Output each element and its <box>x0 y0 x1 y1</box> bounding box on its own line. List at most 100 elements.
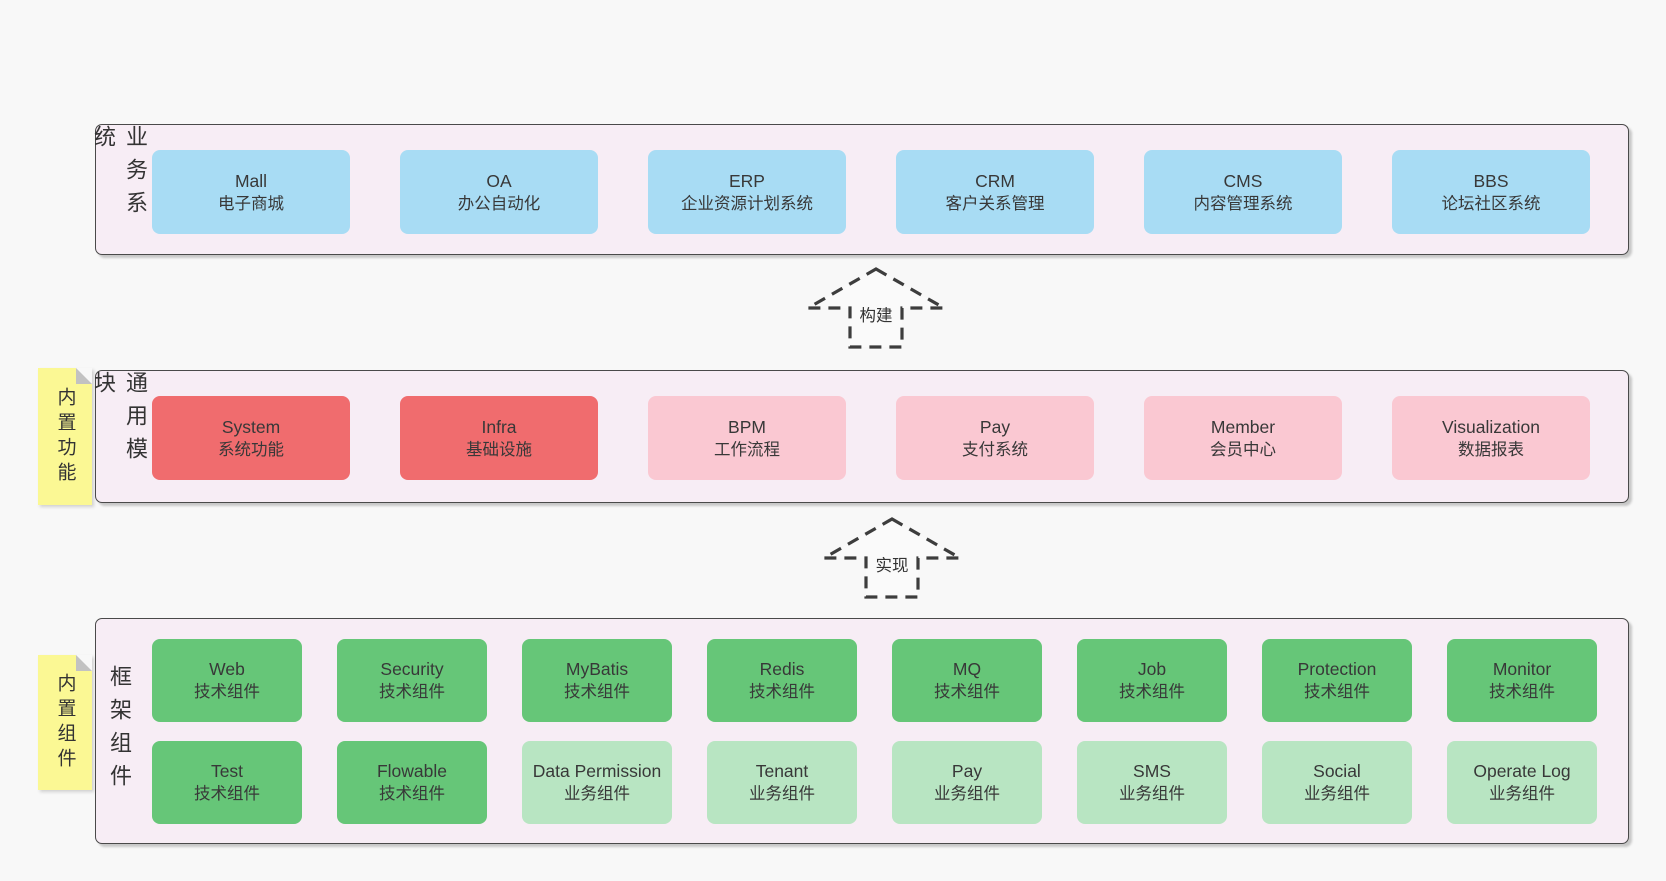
box-system: System 系统功能 <box>152 396 350 480</box>
box-subtitle: 企业资源计划系统 <box>681 194 813 213</box>
box-bpm: BPM 工作流程 <box>648 396 846 480</box>
band-business-label: 业务系统 <box>91 125 148 224</box>
sticky-note-label: 内置功能 <box>54 386 76 487</box>
box-mybatis: MyBatis 技术组件 <box>522 639 672 722</box>
box-title: Protection <box>1297 659 1377 680</box>
box-cms: CMS 内容管理系统 <box>1144 150 1342 234</box>
box-visualization: Visualization 数据报表 <box>1392 396 1590 480</box>
box-title: Security <box>380 659 444 680</box>
box-redis: Redis 技术组件 <box>707 639 857 722</box>
sticky-note-label: 内置组件 <box>54 672 76 773</box>
box-title: Operate Log <box>1473 761 1571 782</box>
components-row-2: Test 技术组件 Flowable 技术组件 Data Permission … <box>152 741 1597 824</box>
box-title: SMS <box>1133 761 1171 782</box>
box-title: Visualization <box>1442 416 1540 437</box>
box-title: Flowable <box>376 761 448 782</box>
band-common-modules: 通用模块 System 系统功能 Infra 基础设施 BPM 工作流程 Pay… <box>91 370 1629 503</box>
band-components-label: 框架组件 <box>107 665 132 797</box>
box-oa: OA 办公自动化 <box>400 150 598 234</box>
box-subtitle: 技术组件 <box>749 683 815 702</box>
box-title: ERP <box>729 170 765 191</box>
box-subtitle: 系统功能 <box>218 440 284 459</box>
box-title: MQ <box>952 659 982 680</box>
band-business-systems: 业务系统 Mall 电子商城 OA 办公自动化 ERP 企业资源计划系统 CRM… <box>91 124 1629 255</box>
box-mq: MQ 技术组件 <box>892 639 1042 722</box>
box-subtitle: 会员中心 <box>1210 440 1276 459</box>
box-security: Security 技术组件 <box>337 639 487 722</box>
box-member: Member 会员中心 <box>1144 396 1342 480</box>
box-subtitle: 技术组件 <box>564 683 630 702</box>
implement-arrow-label: 实现 <box>872 552 912 576</box>
build-arrow-label: 构建 <box>856 302 896 326</box>
box-subtitle: 工作流程 <box>714 440 780 459</box>
box-subtitle: 办公自动化 <box>457 194 541 213</box>
box-title: BPM <box>728 416 766 437</box>
box-protection: Protection 技术组件 <box>1262 639 1412 722</box>
box-job: Job 技术组件 <box>1077 639 1227 722</box>
box-subtitle: 技术组件 <box>194 683 260 702</box>
box-subtitle: 业务组件 <box>1489 785 1555 804</box>
box-subtitle: 技术组件 <box>1304 683 1370 702</box>
box-pay-business: Pay 业务组件 <box>892 741 1042 824</box>
box-subtitle: 客户关系管理 <box>945 194 1045 213</box>
sticky-note-built-in-features: 内置功能 <box>38 368 92 505</box>
box-subtitle: 数据报表 <box>1458 440 1524 459</box>
box-title: OA <box>486 170 512 191</box>
box-infra: Infra 基础设施 <box>400 396 598 480</box>
box-subtitle: 业务组件 <box>1119 785 1185 804</box>
box-subtitle: 业务组件 <box>749 785 815 804</box>
box-title: Job <box>1137 659 1167 680</box>
box-title: Pay <box>979 416 1011 437</box>
box-subtitle: 电子商城 <box>218 194 284 213</box>
box-subtitle: 技术组件 <box>1489 683 1555 702</box>
box-title: System <box>221 416 281 437</box>
box-mall: Mall 电子商城 <box>152 150 350 234</box>
box-title: CRM <box>975 170 1015 191</box>
components-row-1: Web 技术组件 Security 技术组件 MyBatis 技术组件 Redi… <box>152 639 1597 722</box>
box-title: Mall <box>234 170 268 191</box>
box-title: Test <box>210 761 244 782</box>
business-boxes-row: Mall 电子商城 OA 办公自动化 ERP 企业资源计划系统 CRM 客户关系… <box>152 150 1590 234</box>
box-subtitle: 技术组件 <box>1119 683 1185 702</box>
box-subtitle: 技术组件 <box>934 683 1000 702</box>
box-social: Social 业务组件 <box>1262 741 1412 824</box>
box-title: Member <box>1210 416 1276 437</box>
box-subtitle: 基础设施 <box>466 440 532 459</box>
box-title: Web <box>209 659 245 680</box>
box-title: Social <box>1313 761 1361 782</box>
band-framework-components: 框架组件 Web 技术组件 Security 技术组件 MyBatis 技术组件… <box>95 618 1629 844</box>
box-title: Pay <box>951 761 983 782</box>
box-subtitle: 业务组件 <box>934 785 1000 804</box>
box-subtitle: 技术组件 <box>379 785 445 804</box>
sticky-note-built-in-components: 内置组件 <box>38 655 92 790</box>
box-tenant: Tenant 业务组件 <box>707 741 857 824</box>
build-arrow: 构建 <box>801 266 951 350</box>
box-title: Infra <box>481 416 517 437</box>
implement-arrow: 实现 <box>817 516 967 600</box>
box-bbs: BBS 论坛社区系统 <box>1392 150 1590 234</box>
box-erp: ERP 企业资源计划系统 <box>648 150 846 234</box>
box-subtitle: 支付系统 <box>962 440 1028 459</box>
box-web: Web 技术组件 <box>152 639 302 722</box>
box-sms: SMS 业务组件 <box>1077 741 1227 824</box>
box-subtitle: 技术组件 <box>194 785 260 804</box>
box-operate-log: Operate Log 业务组件 <box>1447 741 1597 824</box>
box-data-permission: Data Permission 业务组件 <box>522 741 672 824</box>
band-modules-label: 通用模块 <box>91 371 148 470</box>
box-subtitle: 业务组件 <box>1304 785 1370 804</box>
box-title: Redis <box>759 659 805 680</box>
box-subtitle: 论坛社区系统 <box>1441 194 1541 213</box>
box-title: Tenant <box>755 761 809 782</box>
box-test: Test 技术组件 <box>152 741 302 824</box>
box-monitor: Monitor 技术组件 <box>1447 639 1597 722</box>
box-title: Data Permission <box>532 761 662 782</box>
box-title: CMS <box>1223 170 1263 191</box>
box-pay: Pay 支付系统 <box>896 396 1094 480</box>
box-title: MyBatis <box>565 659 629 680</box>
box-subtitle: 内容管理系统 <box>1193 194 1293 213</box>
box-flowable: Flowable 技术组件 <box>337 741 487 824</box>
box-title: BBS <box>1473 170 1509 191</box>
box-subtitle: 技术组件 <box>379 683 445 702</box>
box-crm: CRM 客户关系管理 <box>896 150 1094 234</box>
